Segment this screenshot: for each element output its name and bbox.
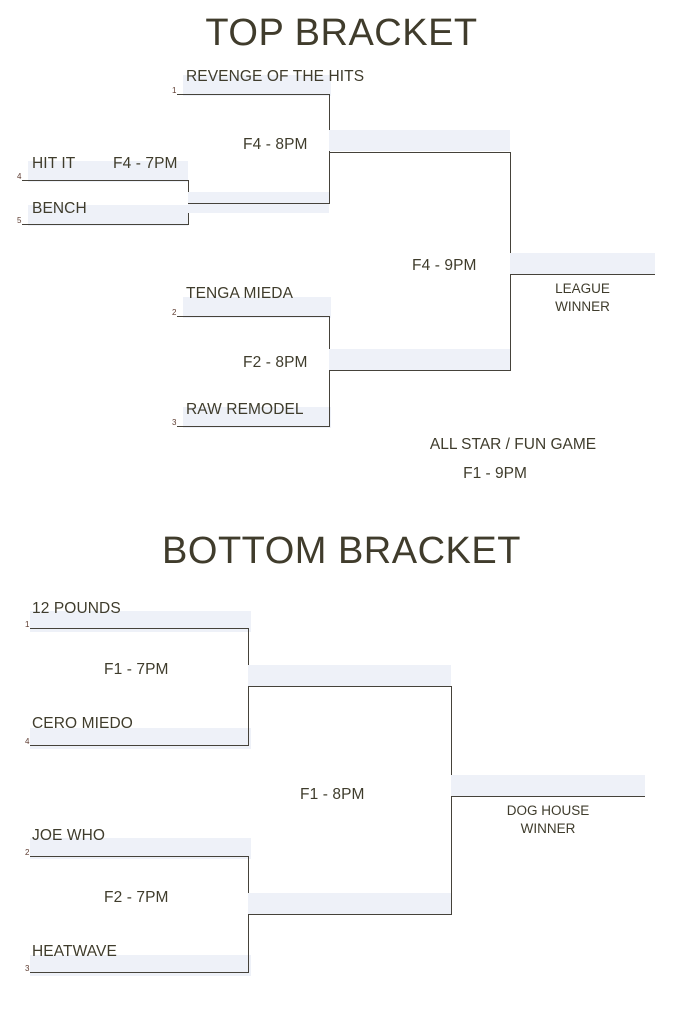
bracket-line-f4-7pm-winner	[188, 203, 330, 204]
team-cero-miedo: CERO MIEDO	[32, 715, 133, 732]
bracket-line-cero-miedo	[30, 745, 248, 746]
league-winner-line-2: WINNER	[555, 299, 610, 314]
bracket-line-dog-house-winner	[451, 796, 645, 797]
bracket-line-f2-7pm-winner	[248, 914, 451, 915]
slot-highlight-hit-it	[28, 161, 188, 182]
top-bracket-title: TOP BRACKET	[205, 12, 478, 54]
slot-highlight-f4-7pm-winner	[188, 192, 329, 213]
slot-highlight-heatwave	[30, 955, 251, 976]
slot-highlight-joe-who	[30, 838, 251, 859]
dog-house-winner-line-2: WINNER	[520, 821, 576, 836]
seed-12-pounds: 1	[25, 620, 30, 629]
slot-highlight-league-winner	[510, 253, 655, 274]
bracket-line-bench	[22, 224, 189, 225]
all-star-game-label: ALL STAR / FUN GAME	[429, 436, 597, 453]
match-label-f2-7pm: F2 - 7PM	[104, 889, 169, 906]
league-winner-label: LEAGUE WINNER	[510, 280, 655, 316]
bracket-connector-f1-7pm	[248, 628, 249, 746]
bottom-bracket-title: BOTTOM BRACKET	[162, 530, 521, 572]
team-tenga-mieda: TENGA MIEDA	[186, 285, 294, 302]
seed-joe-who: 2	[25, 848, 30, 857]
match-label-f4-8pm: F4 - 8PM	[243, 136, 308, 153]
bracket-line-f2-8pm-winner	[329, 370, 511, 371]
all-star-game-time: F1 - 9PM	[463, 465, 527, 482]
bracket-line-f4-8pm-winner	[329, 152, 511, 153]
team-12-pounds: 12 POUNDS	[32, 600, 121, 617]
match-label-f4-7pm: F4 - 7PM	[113, 155, 178, 172]
slot-highlight-f1-7pm-winner	[248, 665, 451, 686]
seed-tenga-mieda: 2	[172, 308, 177, 317]
team-heatwave: HEATWAVE	[32, 943, 117, 960]
slot-highlight-revenge-of-the-hits	[183, 75, 331, 96]
slot-highlight-f4-8pm-winner	[329, 130, 510, 151]
league-winner-line-1: LEAGUE	[555, 281, 610, 296]
seed-cero-miedo: 4	[25, 737, 30, 746]
bracket-connector-f1-8pm	[451, 686, 452, 915]
team-revenge-of-the-hits: REVENGE OF THE HITS	[186, 68, 365, 85]
bracket-line-12-pounds	[30, 628, 248, 629]
slot-highlight-f2-7pm-winner	[248, 893, 451, 914]
slot-highlight-cero-miedo	[30, 728, 251, 749]
bracket-line-heatwave	[30, 972, 248, 973]
bracket-line-revenge-of-the-hits	[177, 94, 329, 95]
slot-highlight-f2-8pm-winner	[329, 349, 510, 370]
team-bench: BENCH	[32, 200, 87, 217]
seed-bench: 5	[17, 216, 22, 225]
bracket-connector-f2-8pm	[329, 316, 330, 427]
team-hit-it: HIT IT	[32, 155, 76, 172]
slot-highlight-raw-remodel	[183, 407, 331, 428]
match-label-f4-9pm: F4 - 9PM	[412, 257, 477, 274]
slot-highlight-bench	[28, 205, 188, 226]
slot-highlight-12-pounds	[30, 611, 251, 632]
bracket-line-hit-it	[22, 180, 189, 181]
dog-house-winner-line-1: DOG HOUSE	[506, 803, 590, 818]
bracket-line-joe-who	[30, 856, 248, 857]
team-raw-remodel: RAW REMODEL	[186, 401, 304, 418]
bracket-line-f1-7pm-winner	[248, 686, 451, 687]
seed-heatwave: 3	[25, 964, 30, 973]
seed-raw-remodel: 3	[172, 418, 177, 427]
bracket-line-tenga-mieda	[177, 316, 329, 317]
match-label-f2-8pm: F2 - 8PM	[243, 354, 308, 371]
match-label-f1-8pm: F1 - 8PM	[300, 786, 365, 803]
bracket-line-raw-remodel	[177, 426, 329, 427]
bracket-line-league-winner	[510, 274, 655, 275]
slot-highlight-tenga-mieda	[183, 297, 331, 318]
dog-house-winner-label: DOG HOUSE WINNER	[451, 802, 645, 838]
seed-revenge-of-the-hits: 1	[172, 86, 177, 95]
match-label-f1-7pm: F1 - 7PM	[104, 661, 169, 678]
team-joe-who: JOE WHO	[32, 827, 106, 844]
slot-highlight-dog-house-winner	[451, 775, 645, 796]
seed-hit-it: 4	[17, 172, 22, 181]
